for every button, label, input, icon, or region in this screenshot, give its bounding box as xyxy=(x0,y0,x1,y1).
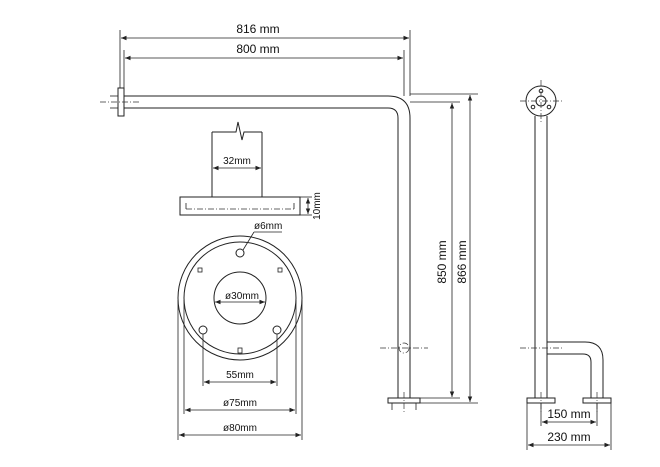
dim-hole-diameter: ø6mm xyxy=(254,221,282,232)
front-view: 816 mm 800 mm 850 mm 866 mm xyxy=(100,22,478,414)
dim-tube-diameter: 32mm xyxy=(223,156,251,167)
mount-hole-top xyxy=(235,248,245,258)
dim-inner-height: 850 mm xyxy=(435,240,449,283)
flange-plate xyxy=(179,196,301,216)
mount-hole-left xyxy=(198,325,208,335)
break-line xyxy=(212,121,262,141)
mount-hole-right xyxy=(272,325,282,335)
flange-top-view: ø6mm ø30mm 55mm ø75mm ø80mm xyxy=(177,221,303,440)
dim-mid-diameter: ø75mm xyxy=(223,398,257,409)
dim-total-height: 866 mm xyxy=(455,240,469,283)
side-view: 150 mm 230 mm xyxy=(520,80,612,450)
dim-total-width: 816 mm xyxy=(236,22,279,36)
dim-inner-width: 800 mm xyxy=(236,42,279,56)
dim-inner-diameter: ø30mm xyxy=(225,291,259,302)
flange-outer-circle xyxy=(177,235,303,361)
side-flange-circle xyxy=(525,85,557,117)
flange-section-view: 32mm 10mm xyxy=(179,121,323,220)
dim-foot-span: 150 mm xyxy=(547,407,590,421)
dim-outer-diameter: ø80mm xyxy=(223,423,257,434)
dim-hole-spacing: 55mm xyxy=(226,370,254,381)
dim-total-depth: 230 mm xyxy=(547,430,590,444)
flange-mid-circle xyxy=(183,241,297,355)
dim-flange-thickness: 10mm xyxy=(312,192,323,220)
flange-inner-circle xyxy=(213,271,267,325)
